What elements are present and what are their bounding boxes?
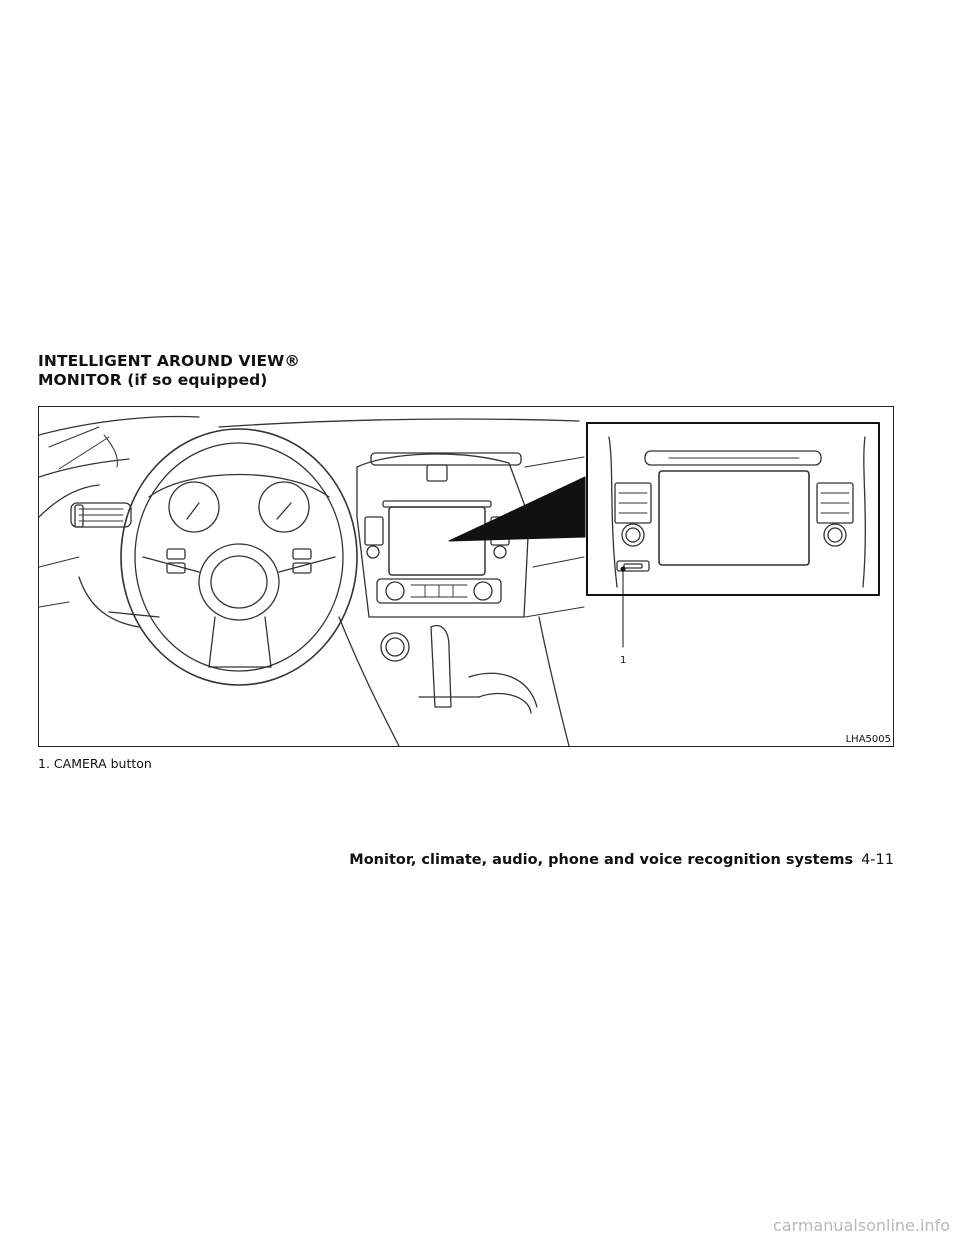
section-title-line-1: INTELLIGENT AROUND VIEW®: [38, 352, 300, 370]
caption-text: CAMERA button: [53, 756, 152, 771]
section-title-line-2: MONITOR (if so equipped): [38, 371, 268, 389]
dashboard-illustration: 1 LHA5005: [38, 406, 894, 747]
watermark: carmanualsonline.info: [772, 1216, 950, 1235]
section-title: INTELLIGENT AROUND VIEW® MONITOR (if so …: [38, 352, 300, 390]
callout-number: 1: [620, 655, 627, 666]
footer-page-number: 4-11: [861, 852, 894, 868]
figure-caption: 1. CAMERA button: [38, 756, 152, 771]
caption-number: 1.: [38, 756, 50, 771]
page-footer: Monitor, climate, audio, phone and voice…: [349, 852, 894, 868]
footer-chapter-title: Monitor, climate, audio, phone and voice…: [349, 852, 854, 868]
figure-code: LHA5005: [845, 734, 891, 745]
dashboard-line-art: [39, 415, 880, 746]
